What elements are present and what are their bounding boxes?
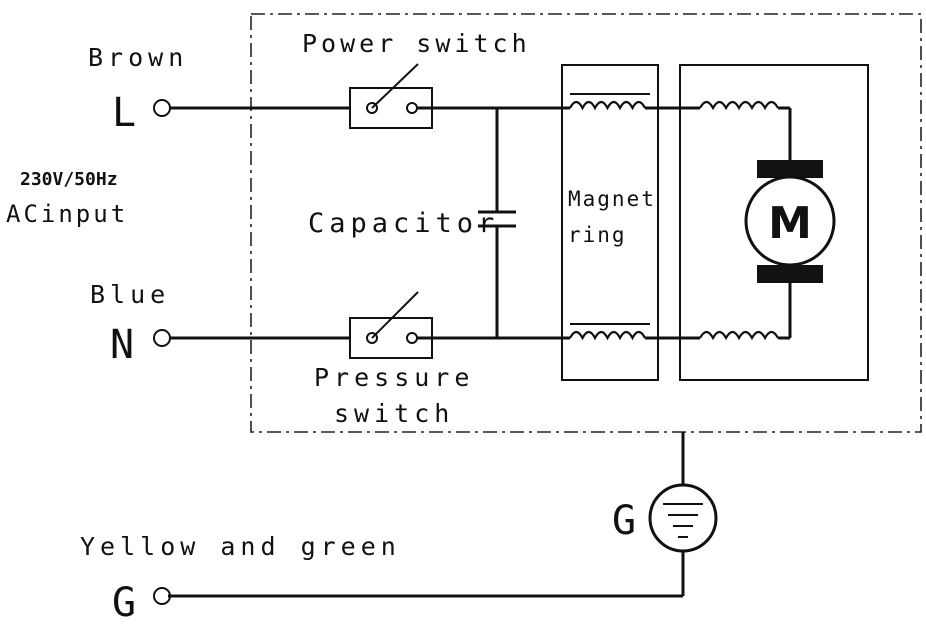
motor-label: M [768,198,812,249]
capacitor-label: Capacitor [308,208,499,239]
motor-icon [744,175,836,267]
magnet-ring-label-line1: Magnet [568,187,656,211]
pressure-switch-label-line2: switch [334,399,454,428]
supply-voltage-label: 230V/50Hz [20,169,118,190]
motor-assembly [679,64,869,381]
ground-color-label: Yellow and green [80,532,401,561]
ground-letter: G [112,580,136,624]
live-letter: L [112,90,136,136]
power-switch-label: Power switch [302,29,531,58]
capacitor [478,108,516,338]
pressure-switch [349,291,433,359]
neutral-terminal [153,329,171,347]
appliance-enclosure [250,13,922,433]
supply-type-label: ACinput [6,200,128,228]
earth-ground-icon [648,483,718,553]
magnet-ring-label-line2: ring [568,223,627,247]
power-switch [349,63,433,129]
neutral-color-label: Blue [90,280,170,309]
neutral-letter: N [110,322,134,368]
pressure-switch-label-line1: Pressure [314,363,474,392]
magnet-ring [561,64,659,381]
earth-symbol-label: G [612,498,636,544]
live-color-label: Brown [88,43,188,72]
live-terminal [153,99,171,117]
ground-terminal [153,587,171,605]
